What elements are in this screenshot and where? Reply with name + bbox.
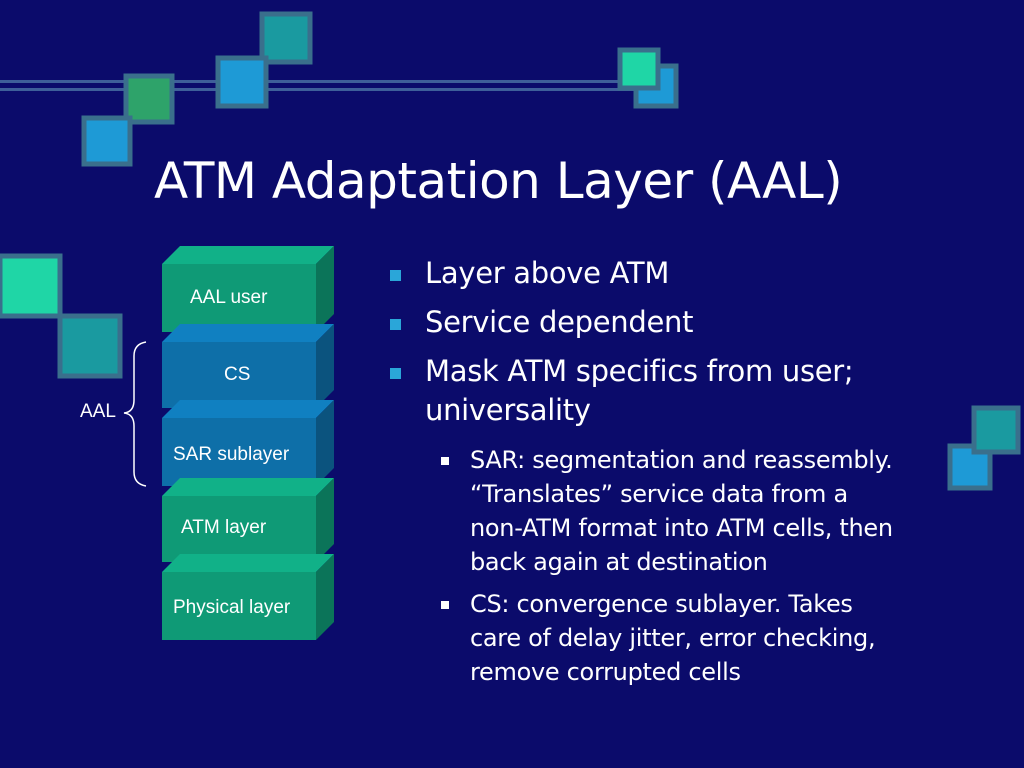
bullet-text: Service dependent (425, 305, 694, 339)
sub-bullet-line: remove corrupted cells (470, 658, 741, 686)
bullet-square-icon (390, 319, 401, 330)
sub-bullet-item: SAR: segmentation and reassembly. “Trans… (438, 443, 998, 579)
stack-layer-box (162, 324, 334, 408)
stack-layer-box (162, 246, 334, 332)
layer-label-atm-layer: ATM layer (181, 517, 267, 538)
bullet-item: Layer above ATM (380, 254, 1000, 293)
sub-bullet-line: back again at destination (470, 548, 768, 576)
layer-label-physical-layer: Physical layer (173, 597, 291, 618)
sub-bullet-item: CS: convergence sublayer. Takes care of … (438, 587, 998, 689)
bullet-square-icon (390, 270, 401, 281)
sub-bullet-line: “Translates” service data from a (470, 480, 848, 508)
sub-bullet-line: SAR: segmentation and reassembly. (470, 446, 893, 474)
slide-title: ATM Adaptation Layer (AAL) (154, 152, 843, 210)
bullet-item: Service dependent (380, 303, 1000, 342)
aal-brace (123, 341, 147, 487)
decor-square (971, 405, 1021, 455)
bullet-square-icon (390, 368, 401, 379)
sub-bullet-square-icon (441, 601, 449, 609)
sub-bullet-list: SAR: segmentation and reassembly. “Trans… (438, 443, 998, 697)
bullet-text: Layer above ATM (425, 256, 670, 290)
aal-brace-label: AAL (80, 401, 116, 422)
decor-square (123, 73, 175, 125)
decor-square (81, 115, 133, 167)
stack-layer-box (162, 478, 334, 562)
bullet-list: Layer above ATM Service dependent Mask A… (380, 254, 1000, 440)
layer-label-aal-user: AAL user (190, 287, 268, 308)
decor-square (215, 55, 269, 109)
sub-bullet-line: non-ATM format into ATM cells, then (470, 514, 893, 542)
stack-layer-box (162, 554, 334, 640)
layer-label-cs: CS (224, 364, 251, 385)
sub-bullet-square-icon (441, 457, 449, 465)
decor-line-bottom (0, 88, 660, 91)
decor-square (617, 47, 661, 91)
decor-square (0, 253, 63, 319)
sub-bullet-line: care of delay jitter, error checking, (470, 624, 876, 652)
bullet-text: Mask ATM specifics from user; universali… (425, 354, 854, 427)
decor-square (259, 11, 313, 65)
decor-line-top (0, 80, 660, 83)
stack-layer-box (162, 400, 334, 486)
decor-square (57, 313, 123, 379)
bullet-item: Mask ATM specifics from user; universali… (380, 352, 945, 430)
sub-bullet-line: CS: convergence sublayer. Takes (470, 590, 853, 618)
layer-label-sar-sublayer: SAR sublayer (173, 444, 290, 465)
